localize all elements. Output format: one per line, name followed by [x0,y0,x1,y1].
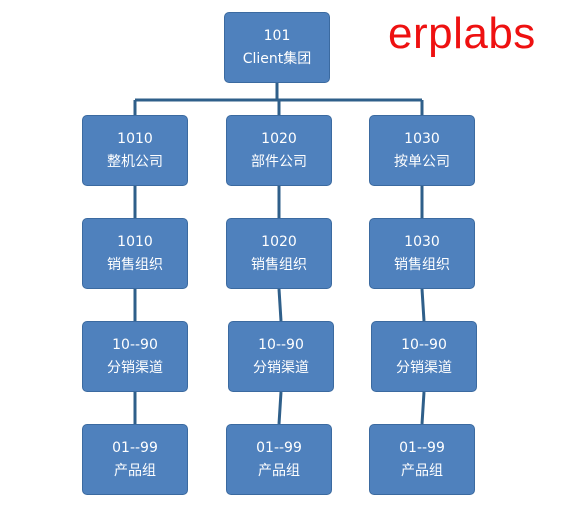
node-sales-org-2: 1020 销售组织 [226,218,332,289]
node-label: Client集团 [242,50,312,67]
node-company-3: 1030 按单公司 [369,115,475,186]
node-label: 产品组 [114,462,156,479]
connector-link-ch3-d3 [420,391,426,425]
node-label: 按单公司 [394,153,450,170]
node-code: 1030 [404,233,440,250]
node-channel-2: 10--90 分销渠道 [228,321,334,392]
node-root-client-group: 101 Client集团 [224,12,330,83]
node-code: 01--99 [399,439,445,456]
node-code: 101 [263,27,291,44]
node-code: 10--90 [112,336,158,353]
connector-link-s3-ch3 [420,288,426,322]
node-code: 01--99 [256,439,302,456]
node-label: 产品组 [258,462,300,479]
connector-link-s2-ch2 [277,288,283,322]
node-code: 01--99 [112,439,158,456]
node-label: 销售组织 [394,256,450,273]
node-division-2: 01--99 产品组 [226,424,332,495]
node-label: 产品组 [401,462,443,479]
node-code: 1020 [261,233,297,250]
node-division-3: 01--99 产品组 [369,424,475,495]
node-label: 部件公司 [251,153,307,170]
node-company-2: 1020 部件公司 [226,115,332,186]
node-label: 销售组织 [107,256,163,273]
node-channel-1: 10--90 分销渠道 [82,321,188,392]
node-label: 分销渠道 [396,359,452,376]
node-code: 1020 [261,130,297,147]
connector-link-ch2-d2 [277,391,283,425]
node-company-1: 1010 整机公司 [82,115,188,186]
brand-logo-text: erplabs [388,9,536,58]
node-sales-org-3: 1030 销售组织 [369,218,475,289]
node-label: 分销渠道 [107,359,163,376]
node-label: 分销渠道 [253,359,309,376]
node-sales-org-1: 1010 销售组织 [82,218,188,289]
node-label: 销售组织 [251,256,307,273]
node-channel-3: 10--90 分销渠道 [371,321,477,392]
node-code: 1030 [404,130,440,147]
node-code: 10--90 [401,336,447,353]
node-division-1: 01--99 产品组 [82,424,188,495]
node-code: 1010 [117,233,153,250]
node-code: 10--90 [258,336,304,353]
node-code: 1010 [117,130,153,147]
node-label: 整机公司 [107,153,163,170]
